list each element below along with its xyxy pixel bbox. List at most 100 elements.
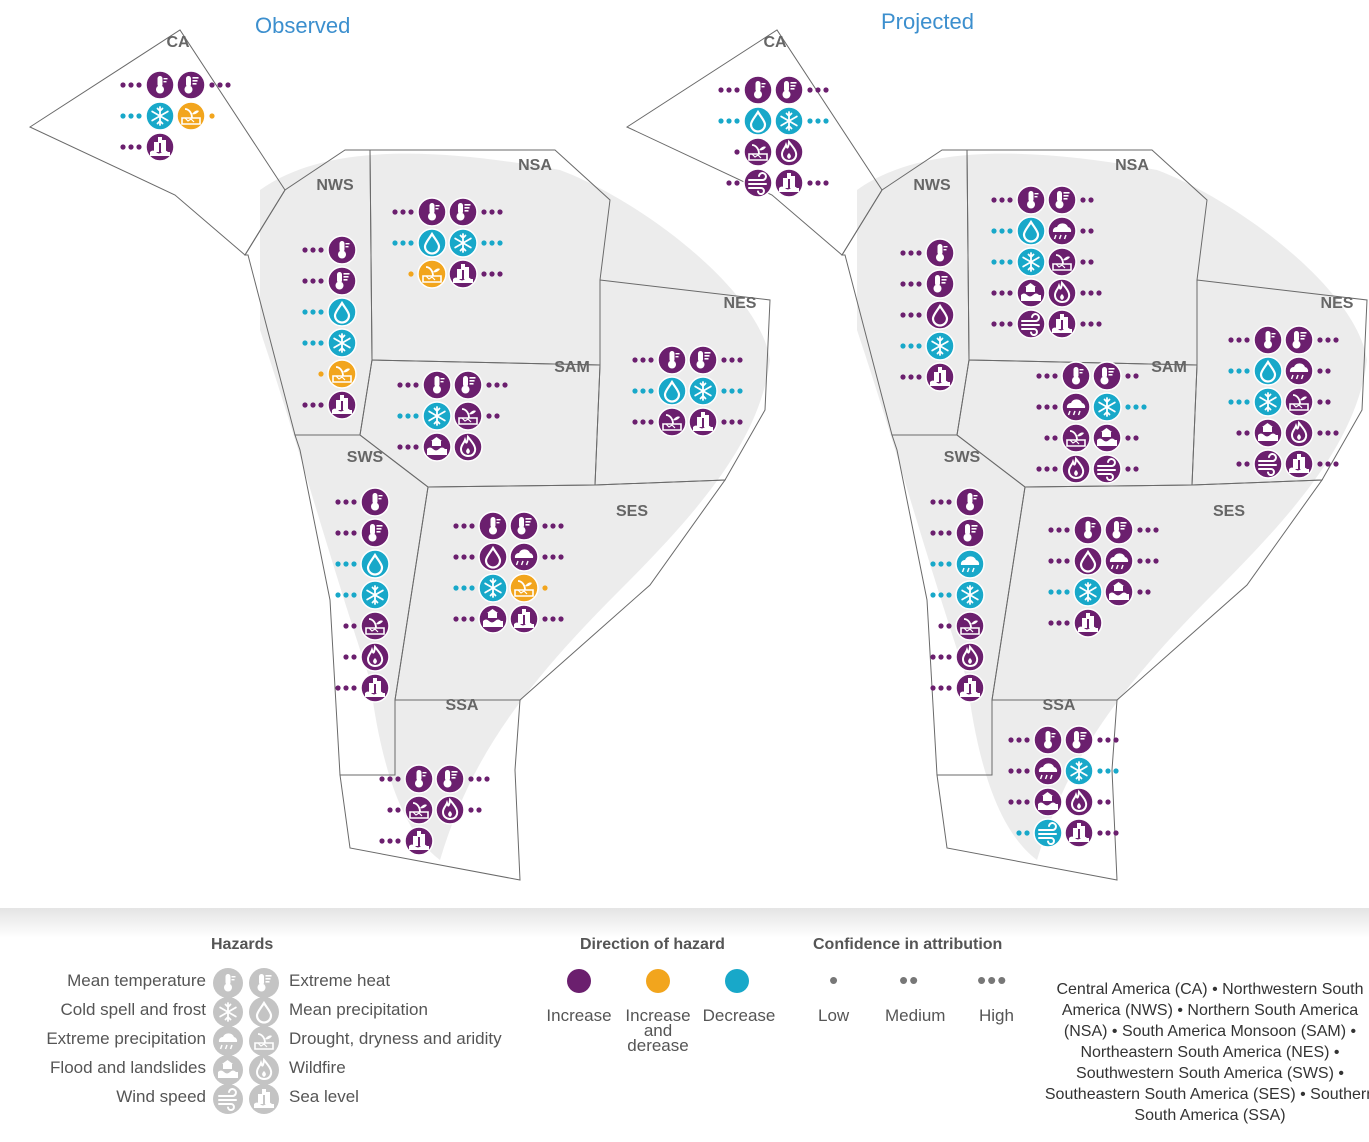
snowflake-icon [955, 580, 985, 610]
confidence-dot [1048, 589, 1054, 595]
thermometer-extreme-icon [360, 518, 390, 548]
thermometer-mean-icon [404, 764, 434, 794]
wind-icon [1253, 449, 1283, 479]
confidence-dot [1333, 430, 1339, 436]
confidence-dot [408, 209, 414, 215]
wind-icon [743, 168, 773, 198]
confidence-dot [1036, 404, 1042, 410]
confidence-dot [1236, 461, 1242, 467]
confidence-dot [1325, 337, 1331, 343]
thermometer-mean-icon [657, 345, 687, 375]
confidence-dot [461, 616, 467, 622]
confidence-dot [461, 523, 467, 529]
region-label-ca: CA [166, 34, 190, 51]
sea-level-icon [509, 604, 539, 634]
thermometer-mean-icon [327, 235, 357, 265]
drought-icon [955, 611, 985, 641]
fire-icon [955, 642, 985, 672]
confidence-dot [1325, 399, 1331, 405]
confidence-dot [823, 118, 829, 124]
thermometer-extreme-icon [1092, 361, 1122, 391]
confidence-dot [1024, 830, 1030, 836]
thermometer-extreme-icon [688, 345, 718, 375]
water-drop-icon [1073, 546, 1103, 576]
confidence-dot [392, 209, 398, 215]
confidence-dot [387, 776, 393, 782]
region-label-sam: SAM [1151, 359, 1187, 376]
confidence-dot [408, 240, 414, 246]
confidence-dot [632, 419, 638, 425]
snowflake-icon [360, 580, 390, 610]
confidence-dot [1228, 368, 1234, 374]
confidence-dot [397, 444, 403, 450]
confidence-dot [318, 247, 324, 253]
sea-level-icon [1073, 608, 1103, 638]
confidence-dot [1125, 404, 1131, 410]
confidence-dot [469, 554, 475, 560]
confidence-dot [128, 82, 134, 88]
confidence-dot [726, 118, 732, 124]
confidence-dot [217, 82, 223, 88]
thermometer-extreme-icon [774, 75, 804, 105]
confidence-dot [413, 382, 419, 388]
decrease-swatch [725, 969, 749, 993]
confidence-dot [318, 340, 324, 346]
confidence-dot [1016, 768, 1022, 774]
cloud-rain-icon [1104, 546, 1134, 576]
confidence-dot [1048, 620, 1054, 626]
drought-icon [509, 573, 539, 603]
snowflake-icon [1253, 387, 1283, 417]
thermometer-extreme-icon [1047, 185, 1077, 215]
mixed-swatch [646, 969, 670, 993]
cloud-rain-icon [955, 549, 985, 579]
drought-icon [1061, 423, 1091, 453]
snowflake-icon [145, 101, 175, 131]
confidence-dot [476, 776, 482, 782]
confidence-dot [1088, 228, 1094, 234]
confidence-dot [1097, 830, 1103, 836]
drought-icon [360, 611, 390, 641]
confidence-dot [1133, 404, 1139, 410]
region-label-nsa: NSA [1115, 157, 1149, 174]
confidence-dot [1064, 620, 1070, 626]
confidence-dot [1044, 466, 1050, 472]
confidence-dot [946, 685, 952, 691]
confidence-dot [397, 413, 403, 419]
confidence-dot [209, 82, 215, 88]
thermometer-extreme-icon [1104, 515, 1134, 545]
cloud-rain-icon [1061, 392, 1091, 422]
snowflake-icon [1016, 247, 1046, 277]
thermometer-mean-icon [360, 487, 390, 517]
confidence-dot [734, 180, 740, 186]
confidence-dot [734, 87, 740, 93]
decrease-label: Decrease [702, 1006, 776, 1025]
confidence-dot [916, 312, 922, 318]
water-drop-icon [327, 297, 357, 327]
confidence-dot [726, 87, 732, 93]
confidence-dot [1133, 466, 1139, 472]
flood-icon [1092, 423, 1122, 453]
confidence-dot [395, 807, 401, 813]
thermometer-mean-icon [478, 511, 508, 541]
confidence-dot [908, 374, 914, 380]
confidence-dot [1088, 321, 1094, 327]
snowflake-icon [774, 106, 804, 136]
confidence-dot [807, 118, 813, 124]
confidence-dot [395, 838, 401, 844]
confidence-dot [550, 616, 556, 622]
confidence-dot [1016, 737, 1022, 743]
water-drop-icon [249, 997, 279, 1027]
drought-icon [327, 359, 357, 389]
confidence-dot [734, 149, 740, 155]
confidence-dot [1052, 373, 1058, 379]
confidence-dot [461, 585, 467, 591]
confidence-dot [1125, 466, 1131, 472]
confidence-dot [310, 402, 316, 408]
confidence-dot [815, 180, 821, 186]
thermometer-extreme-icon [249, 968, 279, 998]
thermometer-extreme-icon [435, 764, 465, 794]
hazard-label-left: Cold spell and frost [60, 1000, 206, 1019]
confidence-dot [1236, 399, 1242, 405]
confidence-dot [1325, 368, 1331, 374]
confidence-dot [900, 343, 906, 349]
